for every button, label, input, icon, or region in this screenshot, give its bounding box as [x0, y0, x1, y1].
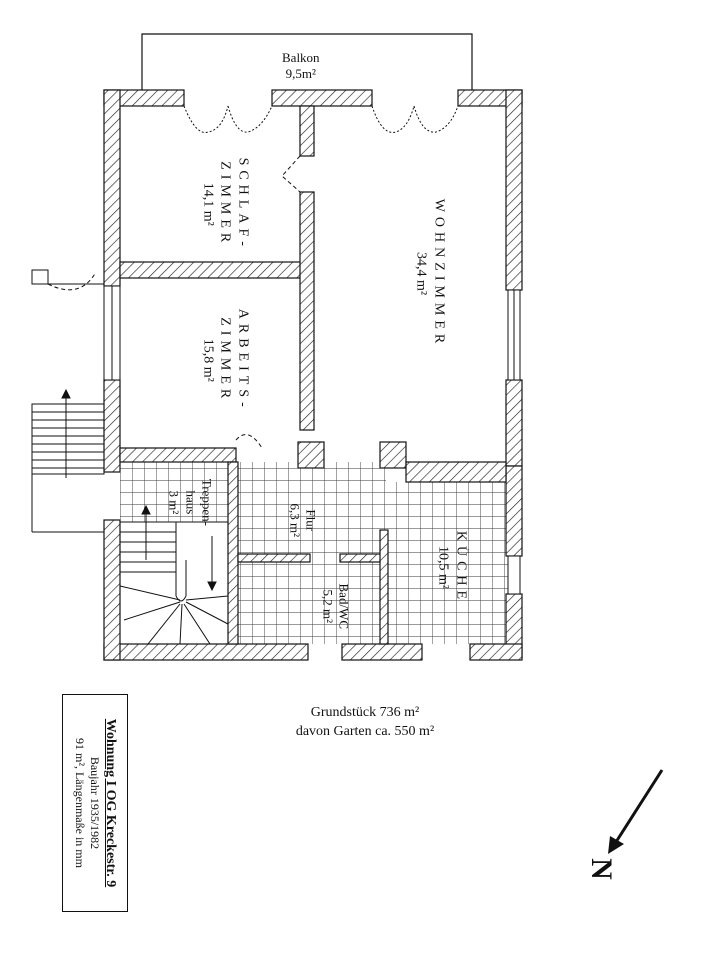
- bad-area: 5,2 m²: [320, 589, 335, 623]
- flur-name: Flur: [303, 509, 319, 532]
- bad-label: Bad/WC 5,2 m²: [319, 561, 352, 651]
- treppe-tiles: [120, 462, 236, 522]
- info-line-1: Baujahr 1935/1982: [88, 756, 102, 850]
- interior-stair: [119, 504, 229, 645]
- arbeitszimmer-name-2: ZIMMER: [217, 317, 233, 404]
- balcony-outline: [141, 33, 473, 92]
- inner-walls: [119, 105, 507, 645]
- treppenhaus-area: 3 m²: [166, 490, 182, 515]
- wohnzimmer-name: WOHNZIMMER: [431, 198, 447, 349]
- schlafzimmer-name-2: ZIMMER: [217, 161, 233, 248]
- kueche-tiles: [386, 482, 512, 644]
- info-box: Wohnung I OG Kreckestr. 9 Baujahr 1935/1…: [62, 694, 128, 912]
- property-line-1: Grundstück 736 m²: [310, 705, 420, 720]
- info-content: Wohnung I OG Kreckestr. 9 Baujahr 1935/1…: [72, 698, 118, 908]
- balcony-doors: [183, 105, 459, 133]
- wohnzimmer-area: 34,4 m²: [414, 251, 429, 296]
- kueche-label: KÜCHE 10,5 m²: [435, 518, 470, 618]
- exterior-stair: [31, 269, 105, 533]
- arbeitszimmer-label: ARBEITS- ZIMMER 15,8 m²: [199, 285, 252, 435]
- north-arrow-icon: [608, 769, 664, 854]
- bad-tiles: [238, 558, 384, 644]
- schlafzimmer-area: 14,1 m²: [200, 182, 216, 226]
- treppenhaus-name-1: Treppen-: [199, 478, 215, 526]
- property-note: Grundstück 736 m² davon Garten ca. 550 m…: [250, 704, 480, 742]
- flur-area: 6,3 m²: [287, 503, 302, 537]
- interior-doors: [235, 155, 301, 449]
- arbeitszimmer-name-1: ARBEITS-: [235, 308, 251, 412]
- north-label: N: [584, 858, 618, 880]
- flur-label: Flur 6,3 m²: [286, 480, 319, 560]
- balkon-area: 9,5m²: [285, 66, 316, 82]
- info-title: Wohnung I OG Kreckestr. 9: [103, 718, 118, 888]
- arbeitszimmer-area: 15,8 m²: [200, 338, 216, 382]
- flur-tiles: [238, 462, 386, 558]
- treppenhaus-name-2: haus: [183, 490, 199, 515]
- info-line-2: 91 m², Längenmaße in mm: [73, 738, 87, 868]
- schlafzimmer-name-1: SCHLAF-: [235, 157, 251, 251]
- wohnzimmer-label: WOHNZIMMER 34,4 m²: [413, 184, 448, 364]
- windows: [103, 285, 521, 595]
- kueche-name: KÜCHE: [453, 530, 469, 605]
- balkon-label: Balkon 9,5m²: [282, 50, 320, 83]
- balkon-name: Balkon: [282, 50, 320, 65]
- property-line-2: davon Garten ca. 550 m²: [295, 723, 435, 739]
- schlafzimmer-label: SCHLAF- ZIMMER 14,1 m²: [199, 129, 252, 279]
- treppenhaus-label: Treppen- haus 3 m²: [166, 462, 215, 542]
- outer-walls: [103, 89, 523, 661]
- kueche-area: 10,5 m²: [436, 545, 451, 590]
- bad-name: Bad/WC: [336, 583, 352, 630]
